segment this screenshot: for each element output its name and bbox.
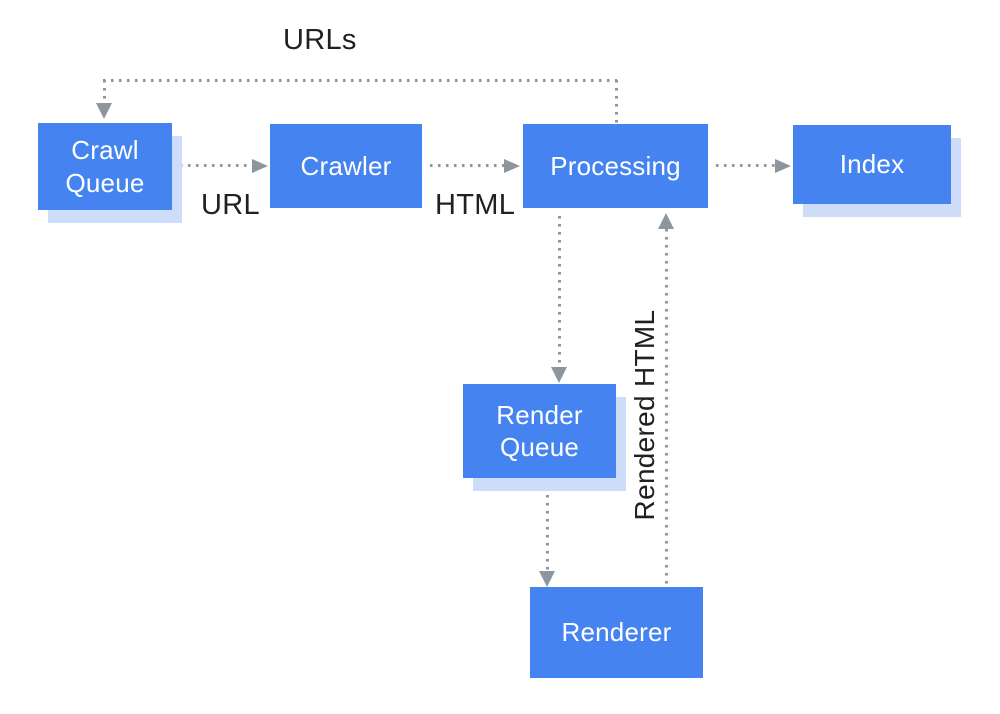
- node-crawl-queue-label: Crawl Queue: [65, 135, 145, 198]
- edge-label-html: HTML: [435, 189, 516, 221]
- node-crawler: Crawler: [270, 124, 422, 208]
- edge-crawlqueue-to-crawler-line: [180, 164, 252, 167]
- edge-processing-to-renderqueue-line: [558, 216, 561, 367]
- node-crawler-label: Crawler: [300, 150, 392, 181]
- node-index-label: Index: [839, 149, 905, 180]
- edge-label-urls: URLs: [283, 24, 357, 56]
- edge-label-url: URL: [201, 189, 260, 221]
- node-renderer: Renderer: [530, 587, 703, 678]
- arrowhead-into-index: [775, 159, 791, 173]
- edge-processing-to-crawlqueue-vertical-left: [103, 80, 106, 105]
- arrowhead-into-crawler: [252, 159, 268, 173]
- node-processing-label: Processing: [550, 150, 681, 181]
- edge-crawler-to-processing-line: [430, 164, 504, 167]
- arrowhead-into-renderer: [539, 571, 555, 587]
- arrowhead-into-processing-bottom: [658, 213, 674, 229]
- arrowhead-into-crawl-queue: [96, 103, 112, 119]
- arrowhead-into-processing: [504, 159, 520, 173]
- edge-renderqueue-to-renderer-line: [546, 487, 549, 571]
- node-renderer-label: Renderer: [561, 617, 672, 648]
- edge-processing-to-index-line: [716, 164, 775, 167]
- edge-processing-to-crawlqueue-vertical-right: [615, 80, 618, 124]
- node-crawl-queue: Crawl Queue: [38, 123, 172, 210]
- node-render-queue-label: Render Queue: [496, 399, 583, 463]
- edge-processing-to-crawlqueue-horizontal: [103, 79, 617, 82]
- edge-renderer-to-processing-line: [665, 229, 668, 587]
- arrowhead-into-render-queue: [551, 367, 567, 383]
- node-processing: Processing: [523, 124, 708, 208]
- edge-label-rendered-html: Rendered HTML: [629, 309, 660, 521]
- node-render-queue: Render Queue: [463, 384, 616, 478]
- node-index: Index: [793, 125, 951, 204]
